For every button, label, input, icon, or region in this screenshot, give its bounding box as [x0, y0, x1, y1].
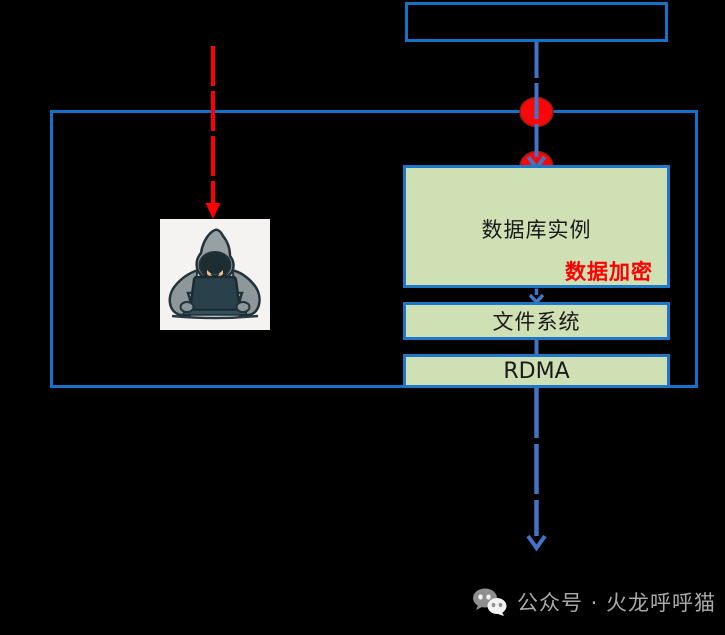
desk-shadow — [171, 314, 259, 320]
laptop — [188, 275, 242, 312]
hand-right — [235, 301, 251, 313]
node-database-label: 数据库实例 — [481, 218, 592, 242]
wechat-bubble-large-tail — [476, 605, 482, 610]
wechat-eye-right — [486, 594, 491, 600]
wechat-icon — [473, 588, 507, 616]
wechat-small-eye-right — [498, 602, 503, 608]
wechat-bubble-small-tail — [498, 612, 504, 616]
node-rdma-label: RDMA — [503, 358, 570, 384]
hood-opening — [198, 251, 232, 279]
wechat-small-eye-left — [491, 602, 496, 608]
node-filesystem-label: 文件系统 — [492, 310, 581, 334]
footer-caption: 公众号 · 火龙呼呼猫 — [517, 591, 717, 615]
face-smile — [210, 273, 220, 277]
wechat-bubble-small — [487, 598, 507, 614]
perimeter-box — [50, 110, 698, 388]
node-filesystem: 文件系统 — [403, 302, 670, 340]
hand-left — [179, 301, 195, 313]
top-source-box — [405, 2, 668, 42]
node-rdma: RDMA — [403, 354, 670, 388]
hacker-icon — [160, 219, 270, 330]
laptop-base — [181, 309, 249, 316]
wechat-eye-left — [478, 594, 483, 600]
data-encryption-badge: 数据加密 — [565, 260, 653, 284]
node-database: 数据库实例 数据加密 — [403, 165, 670, 288]
footer-watermark: 公众号 · 火龙呼呼猫 — [472, 587, 716, 617]
exit-arrow-head — [526, 534, 547, 552]
